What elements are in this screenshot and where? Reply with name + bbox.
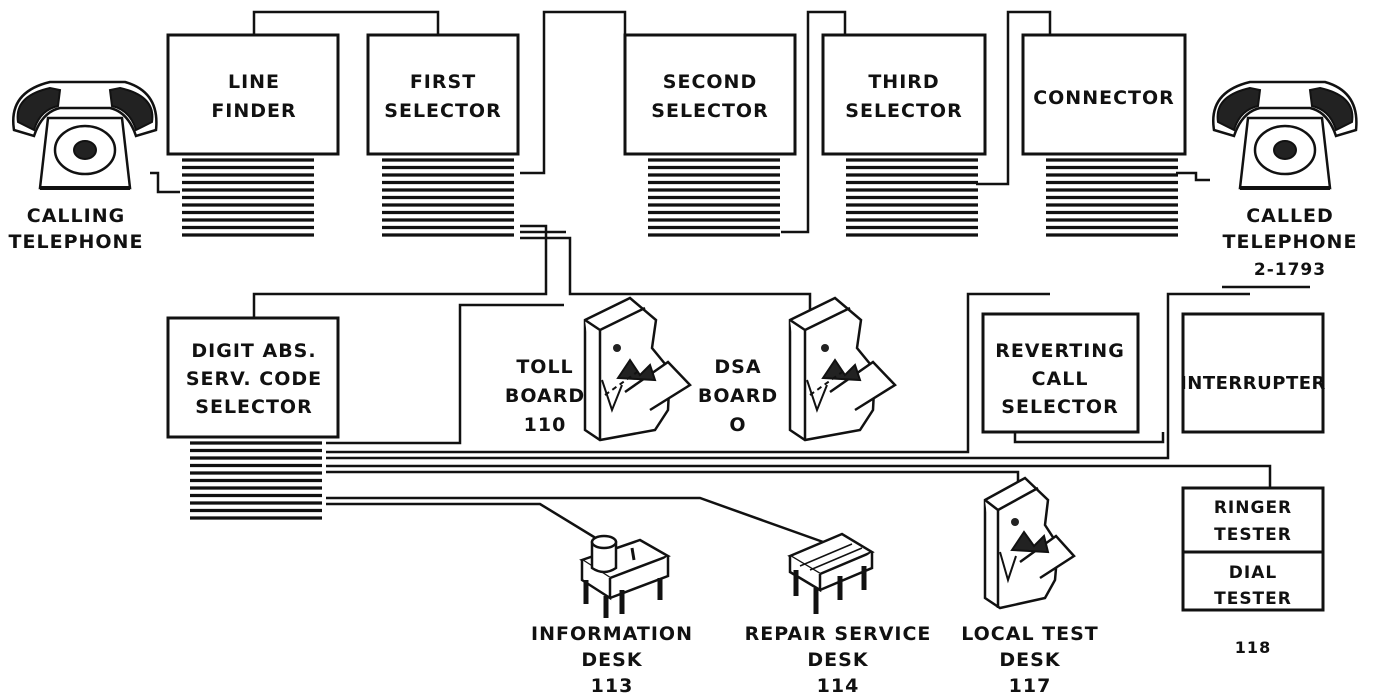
wire-calling-phone [150,171,180,194]
repair-desk-label-3: 114 [817,675,860,697]
local-test-desk: LOCAL TEST DESK 117 [961,476,1099,697]
third-selector-label-2: SELECTOR [845,100,962,122]
wire-linefinder-firstselector [252,10,440,35]
called-number: 2-1793 [1254,260,1326,280]
repair-service-desk: REPAIR SERVICE DESK 114 [745,532,932,697]
first-selector: FIRST SELECTOR [366,33,520,156]
reverting-call-selector: REVERTING CALL SELECTOR [981,312,1140,434]
second-selector-label-1: SECOND [663,71,757,93]
connector-label: CONNECTOR [1033,87,1175,109]
line-finder-label-1: LINE [228,71,280,93]
dial-tester-label-1: DIAL [1229,563,1277,583]
info-desk-label-2: DESK [581,649,642,671]
third-selector-bank [846,158,978,237]
reverting-label-2: CALL [1032,368,1089,390]
third-selector-label-1: THIRD [868,71,939,93]
toll-label-3: 110 [524,414,567,436]
ringer-dial-tester: RINGER TESTER DIAL TESTER 118 [1181,486,1325,657]
reverting-label-3: SELECTOR [1001,396,1118,418]
ringer-tester-label-2: TESTER [1214,525,1292,545]
calling-telephone: CALLING TELEPHONE [9,80,158,253]
wire-first-to-second [520,10,627,175]
localtest-desk-label-1: LOCAL TEST [961,623,1099,645]
interrupter-label: INTERRUPTER [1180,373,1326,394]
wire-digitabs-localtest [326,470,1020,500]
calling-label-1: CALLING [27,205,125,227]
dsa-board: DSA BOARD O [698,296,897,442]
localtest-desk-label-2: DESK [999,649,1060,671]
line-finder-bank [182,158,314,237]
digit-abs-bank [190,441,322,520]
info-desk-label-1: INFORMATION [531,623,693,645]
wire-digitabs-interrupter [326,292,1250,460]
called-label-2: TELEPHONE [1223,231,1358,253]
wire-digitabs-toll [326,303,564,445]
toll-label-1: TOLL [516,356,573,378]
digit-abs-label-3: SELECTOR [195,396,312,418]
first-selector-label-1: FIRST [410,71,476,93]
info-desk-label-3: 113 [591,675,634,697]
contact-banks [182,158,1178,520]
first-selector-label-2: SELECTOR [384,100,501,122]
dsa-label-1: DSA [714,356,761,378]
wire-third-to-connector [976,10,1052,186]
line-finder: LINE FINDER [166,33,340,156]
second-selector-label-2: SELECTOR [651,100,768,122]
wire-digitabs-reverting [326,292,1050,454]
localtest-desk-label-3: 117 [1009,675,1052,697]
wire-first-to-digitabs [252,224,548,318]
repair-desk-label-1: REPAIR SERVICE [745,623,932,645]
wire-reverting-interrupter [1013,432,1165,444]
dial-tester-label-2: TESTER [1214,589,1292,609]
connector-bank [1046,158,1178,237]
wire-first-to-toll [520,236,812,318]
dsa-label-3: O [729,414,746,436]
connector: CONNECTOR [1021,33,1187,156]
called-telephone: CALLED TELEPHONE 2-1793 [1212,80,1358,280]
repair-desk-label-2: DESK [807,649,868,671]
digit-abs-selector: DIGIT ABS. SERV. CODE SELECTOR [166,316,340,439]
ringer-tester-label-1: RINGER [1214,498,1292,518]
calling-label-2: TELEPHONE [9,231,144,253]
toll-label-2: BOARD [505,385,585,407]
wire-digitabs-ringer [326,464,1272,488]
wire-digitabs-info [326,502,613,550]
digit-abs-label-2: SERV. CODE [186,368,322,390]
interrupter: INTERRUPTER [1180,312,1326,434]
tester-number: 118 [1235,638,1271,657]
wire-digitabs-repair [326,496,841,550]
line-finder-label-2: FINDER [211,100,296,122]
wire-called-phone [1176,171,1210,182]
toll-board: TOLL BOARD 110 [505,296,692,442]
called-label-1: CALLED [1246,205,1334,227]
digit-abs-label-1: DIGIT ABS. [191,340,316,362]
reverting-label-1: REVERTING [995,340,1125,362]
information-desk: INFORMATION DESK 113 [531,534,693,697]
third-selector: THIRD SELECTOR [821,33,987,156]
wire-second-to-third [781,10,847,234]
dsa-label-2: BOARD [698,385,778,407]
second-selector-bank [648,158,780,237]
second-selector: SECOND SELECTOR [623,33,797,156]
first-selector-bank [382,158,514,237]
